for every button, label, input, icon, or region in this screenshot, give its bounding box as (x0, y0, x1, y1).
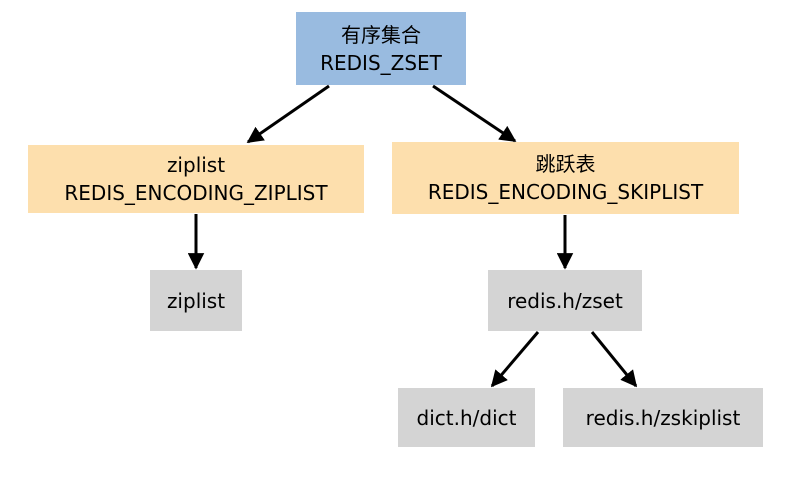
skiplist-encoding-constant: REDIS_ENCODING_SKIPLIST (427, 180, 704, 204)
dict-structure-node: dict.h/dict (398, 388, 535, 447)
arrow-root-to-ziplist-encoding (246, 84, 330, 144)
skiplist-encoding-node: 跳跃表 REDIS_ENCODING_SKIPLIST (392, 142, 739, 214)
zskiplist-structure-node: redis.h/zskiplist (563, 388, 763, 447)
dict-structure-label: dict.h/dict (416, 405, 517, 430)
root-node-redis-zset: 有序集合 REDIS_ZSET (296, 12, 466, 85)
arrow-root-to-skiplist-encoding (432, 84, 517, 143)
arrow-zset-to-dict (490, 331, 540, 388)
skiplist-encoding-title: 跳跃表 (535, 152, 596, 176)
ziplist-structure-label: ziplist (166, 288, 226, 313)
zset-structure-node: redis.h/zset (488, 270, 642, 331)
arrow-zset-to-zskiplist (590, 331, 638, 388)
zset-structure-label: redis.h/zset (507, 288, 623, 313)
root-node-type: REDIS_ZSET (320, 50, 442, 75)
ziplist-encoding-title: ziplist (166, 153, 226, 177)
ziplist-encoding-node: ziplist REDIS_ENCODING_ZIPLIST (28, 145, 364, 213)
zskiplist-structure-label: redis.h/zskiplist (585, 405, 741, 430)
ziplist-encoding-constant: REDIS_ENCODING_ZIPLIST (64, 181, 328, 205)
root-node-title: 有序集合 (341, 22, 421, 47)
ziplist-structure-node: ziplist (150, 270, 242, 331)
